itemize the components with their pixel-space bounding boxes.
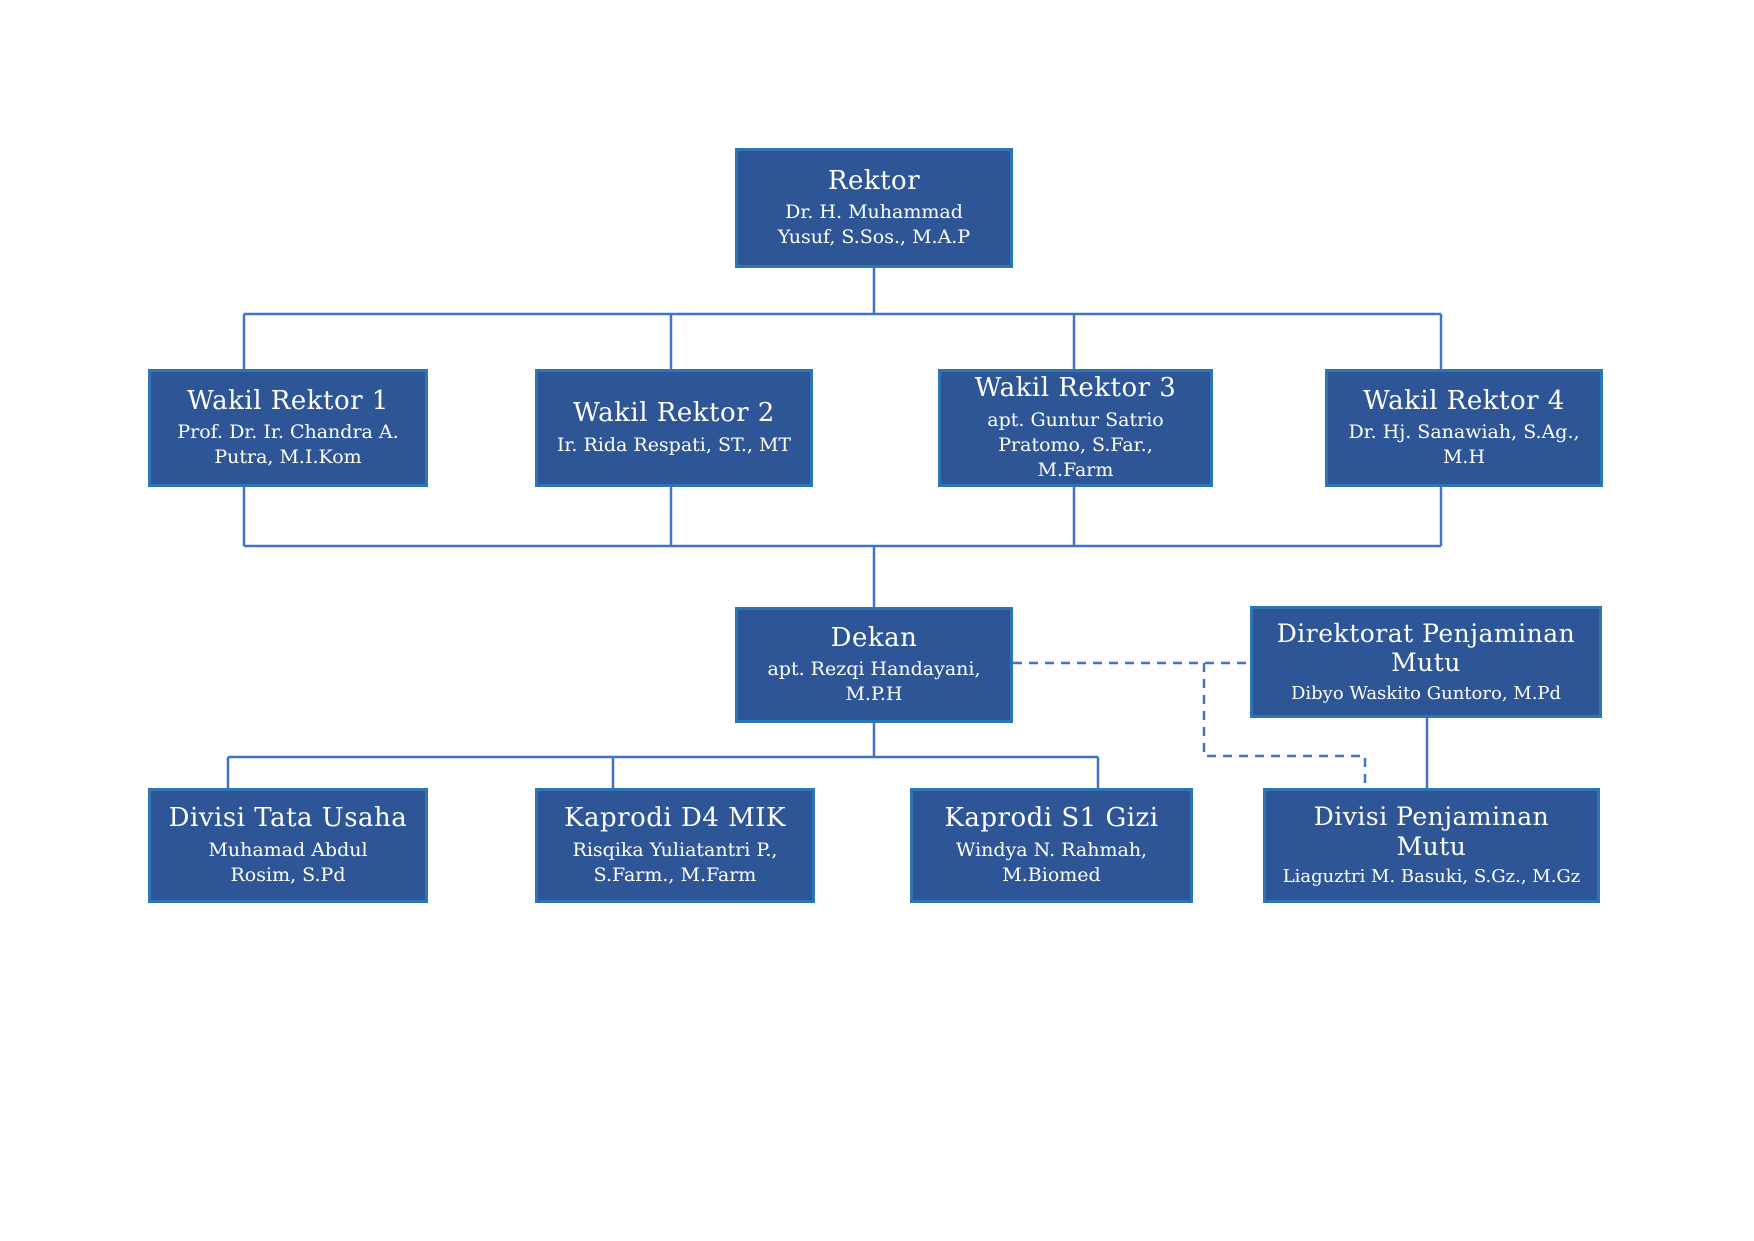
org-node-divisi-penjaminan-mutu: Divisi Penjaminan Mutu Liaguztri M. Basu…: [1263, 788, 1600, 903]
node-title: Divisi Tata Usaha: [168, 803, 408, 834]
org-node-wakil-rektor-4: Wakil Rektor 4 Dr. Hj. Sanawiah, S.Ag., …: [1325, 369, 1603, 487]
node-title: Divisi Penjaminan Mutu: [1313, 802, 1550, 861]
dashed-connector-paths: [1013, 661, 1367, 788]
org-node-dekan: Dekan apt. Rezqi Handayani, M.P.H: [735, 607, 1013, 723]
node-title: Dekan: [830, 622, 918, 653]
node-person: Muhamad Abdul Rosim, S.Pd: [208, 838, 368, 886]
node-person: Dr. H. Muhammad Yusuf, S.Sos., M.A.P: [777, 201, 971, 249]
node-title: Rektor: [827, 165, 921, 196]
node-person: apt. Guntur Satrio Pratomo, S.Far., M.Fa…: [987, 408, 1164, 481]
node-person: Liaguztri M. Basuki, S.Gz., M.Gz: [1282, 866, 1581, 888]
node-title: Wakil Rektor 2: [573, 398, 775, 429]
org-node-wakil-rektor-3: Wakil Rektor 3 apt. Guntur Satrio Pratom…: [938, 369, 1213, 487]
org-node-direktorat-penjaminan-mutu: Direktorat Penjaminan Mutu Dibyo Waskito…: [1250, 606, 1602, 718]
org-node-wakil-rektor-2: Wakil Rektor 2 Ir. Rida Respati, ST., MT: [535, 369, 813, 487]
node-person: Dr. Hj. Sanawiah, S.Ag., M.H: [1348, 421, 1580, 469]
org-node-divisi-tata-usaha: Divisi Tata Usaha Muhamad Abdul Rosim, S…: [148, 788, 428, 903]
node-title: Direktorat Penjaminan Mutu: [1276, 618, 1576, 678]
node-person: Dibyo Waskito Guntoro, M.Pd: [1290, 682, 1562, 704]
node-person: Risqika Yuliatantri P., S.Farm., M.Farm: [572, 838, 778, 886]
node-person: apt. Rezqi Handayani, M.P.H: [767, 658, 981, 706]
org-node-wakil-rektor-1: Wakil Rektor 1 Prof. Dr. Ir. Chandra A. …: [148, 369, 428, 487]
org-node-kaprodi-d4-mik: Kaprodi D4 MIK Risqika Yuliatantri P., S…: [535, 788, 815, 903]
node-title: Wakil Rektor 1: [187, 385, 389, 416]
org-node-kaprodi-s1-gizi: Kaprodi S1 Gizi Windya N. Rahmah, M.Biom…: [910, 788, 1193, 903]
node-title: Wakil Rektor 3: [974, 373, 1177, 404]
org-node-rektor: Rektor Dr. H. Muhammad Yusuf, S.Sos., M.…: [735, 148, 1013, 268]
node-title: Kaprodi D4 MIK: [564, 803, 786, 834]
node-person: Ir. Rida Respati, ST., MT: [556, 433, 792, 456]
node-title: Wakil Rektor 4: [1363, 385, 1565, 416]
node-person: Prof. Dr. Ir. Chandra A. Putra, M.I.Kom: [177, 421, 399, 469]
node-title: Kaprodi S1 Gizi: [944, 803, 1159, 834]
solid-connector-paths: [226, 268, 1443, 788]
node-person: Windya N. Rahmah, M.Biomed: [955, 838, 1148, 886]
